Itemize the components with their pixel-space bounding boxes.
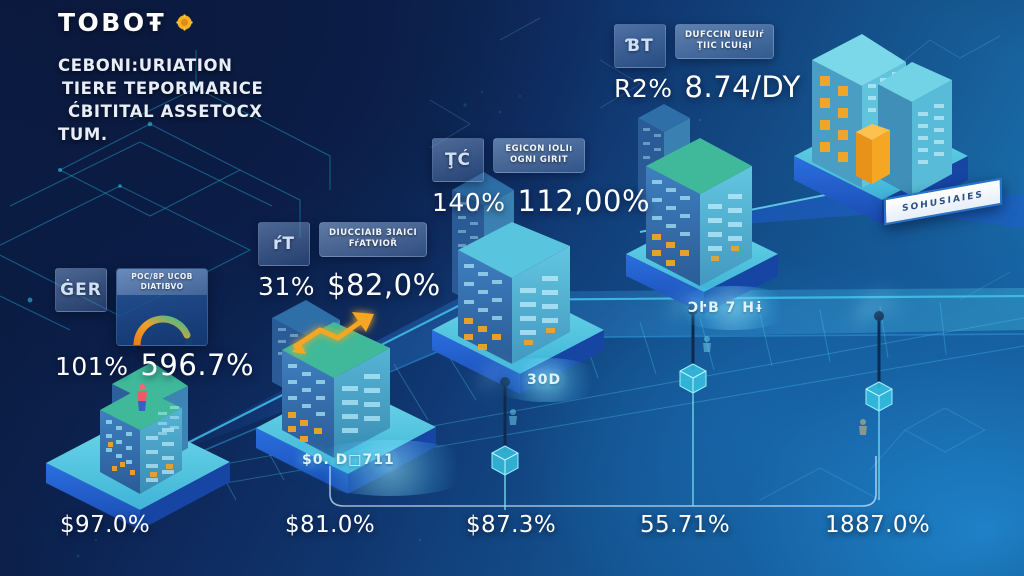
glow-annotation-3: ƆŀB 7 Hɨ [688,300,764,316]
node-right [679,305,707,506]
glow-annotation-1: $0. D□711 [302,452,395,468]
axis-label-4: 55.71% [640,512,731,538]
kpi-1-gauge-card[interactable]: POC/8P UCOB DIATIBVO [116,268,208,346]
headline-subtitle: CEBONI:URIATION TIERE TEPORMARICE ĆBITIT… [58,54,378,146]
kpi-1-value-large: 596.7% [140,348,255,382]
node-mid [491,377,519,510]
kpi-group-3[interactable]: ŢĆ EGICON IOLIı OGNI GIRIT 140% 112,00% [432,138,650,218]
kpi-2-mini-card[interactable]: ŕT [258,222,310,266]
subtitle-line-3: ĆBITITAL ASSETOCX [68,102,263,121]
glow-annotation-2: 30D [527,372,562,388]
growth-arrow-icon [292,312,374,354]
kpi-group-1[interactable]: ĠER POC/8P UCOB DIATIBVO [55,268,254,382]
person-figure [137,384,147,411]
kpi-2-value-large: $82,0% [327,268,441,302]
kpi-1-mini-card[interactable]: ĠER [55,268,107,312]
kpi-group-2[interactable]: ŕT DIUCCIAIB 3IAICI FŕATVIOŘ 31% $82,0% [258,222,441,302]
kpi-4-value-small: R2% [614,74,673,103]
kpi-2-value-small: 31% [258,272,316,301]
page-title: TOBOŦ [58,8,167,37]
axis-label-5: 1887.0% [825,512,931,538]
building-5 [794,34,968,224]
kpi-group-4[interactable]: ƁT DUFCCIN UEUIŕ ŢIIC ICUIąI R2% 8.74/DY [614,24,801,104]
kpi-4-chip[interactable]: DUFCCIN UEUIŕ ŢIIC ICUIąI [675,24,774,59]
building-4 [626,104,778,314]
kpi-3-chip[interactable]: EGICON IOLIı OGNI GIRIT [493,138,585,173]
kpi-4-mini-card[interactable]: ƁT [614,24,666,68]
kpi-3-value-small: 140% [432,188,506,217]
axis-label-row: $97.0% $81.0% $87.3% 55.71% 1887.0% [0,512,1024,558]
connector-rail [329,456,877,507]
worker-glyphs [509,336,867,435]
headline-block: TOBOŦ CEBONI:URIATION TIERE TEPORMARICE … [58,8,378,146]
kpi-1-value-small: 101% [55,352,129,381]
axis-label-1: $97.0% [60,512,151,538]
kpi-1-gauge [117,295,207,345]
subtitle-line-4: TUM. [58,125,108,144]
gear-icon [176,14,193,31]
kpi-1-gauge-title: POC/8P UCOB DIATIBVO [117,269,207,295]
building-1 [46,362,230,530]
axis-label-3: $87.3% [466,512,557,538]
node-far [865,311,893,500]
kpi-3-value-large: 112,00% [517,184,651,218]
kpi-4-value-large: 8.74/DY [684,70,801,104]
kpi-3-mini-card[interactable]: ŢĆ [432,138,484,182]
axis-label-2: $81.0% [285,512,376,538]
building-3 [432,172,604,394]
subtitle-line-2: TIERE TEPORMARICE [62,79,264,98]
kpi-2-chip[interactable]: DIUCCIAIB 3IAICI FŕATVIOŘ [319,222,428,257]
subtitle-line-1: CEBONI:URIATION [58,56,233,75]
